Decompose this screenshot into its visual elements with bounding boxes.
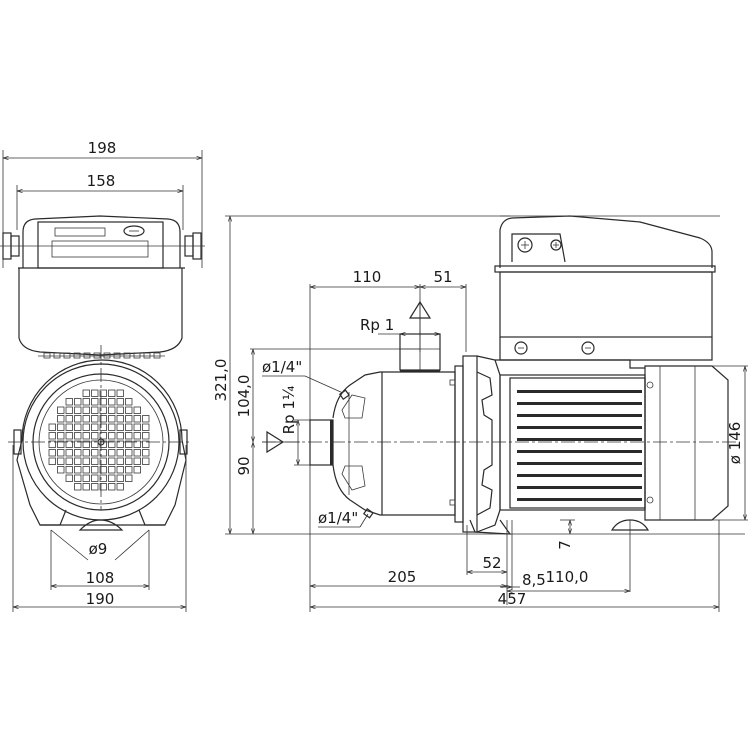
suction-port-label: Rp 1¼ [280, 385, 298, 434]
dim-198-label: 198 [88, 139, 117, 157]
dim-108-label: 108 [86, 569, 115, 587]
drain-plug-bottom-label: ø1/4" [318, 509, 358, 527]
dim-190-label: 190 [86, 590, 115, 608]
dim-158-label: 158 [87, 172, 116, 190]
terminal-box-side [494, 215, 720, 369]
cooling-fins-top [43, 352, 161, 359]
motor-body [499, 365, 729, 521]
dim-foot-hole-label: ø9 [89, 540, 108, 558]
dim-axis-top-port-label: 104,0 [235, 375, 253, 418]
front-foot [469, 519, 512, 535]
dim-axis-height-label: 90 [235, 456, 253, 475]
dim-205-label: 205 [388, 568, 417, 586]
dim-110-top-label: 110 [353, 268, 382, 286]
pump-housing [332, 355, 501, 533]
dim-foot-height-label: 7 [556, 540, 574, 550]
side-view: 321,0 104,0 90 110 51 Rp 1 Rp 1¼ [212, 215, 748, 612]
dim-457-label: 457 [498, 590, 527, 608]
front-view: 198 158 [0, 139, 205, 612]
dim-motor-diameter-label: ø 146 [726, 422, 744, 465]
fan-cover-grid [48, 389, 150, 491]
dim-51-label: 51 [433, 268, 452, 286]
dim-52-label: 52 [482, 554, 501, 572]
dim-box-width: 158 [16, 172, 184, 230]
discharge-port-label: Rp 1 [360, 316, 394, 334]
motor-cooling-fins [517, 390, 642, 501]
dim-foot-slot-label: 8,5 [522, 571, 546, 589]
terminal-box-front [0, 215, 205, 359]
dim-overall-width: 198 [2, 139, 203, 268]
motor-front-face: ø9 108 190 [8, 345, 192, 612]
dim-110-bottom-label: 110,0 [546, 568, 589, 586]
drain-plug-top-label: ø1/4" [262, 358, 302, 376]
dim-total-height-label: 321,0 [212, 359, 230, 402]
